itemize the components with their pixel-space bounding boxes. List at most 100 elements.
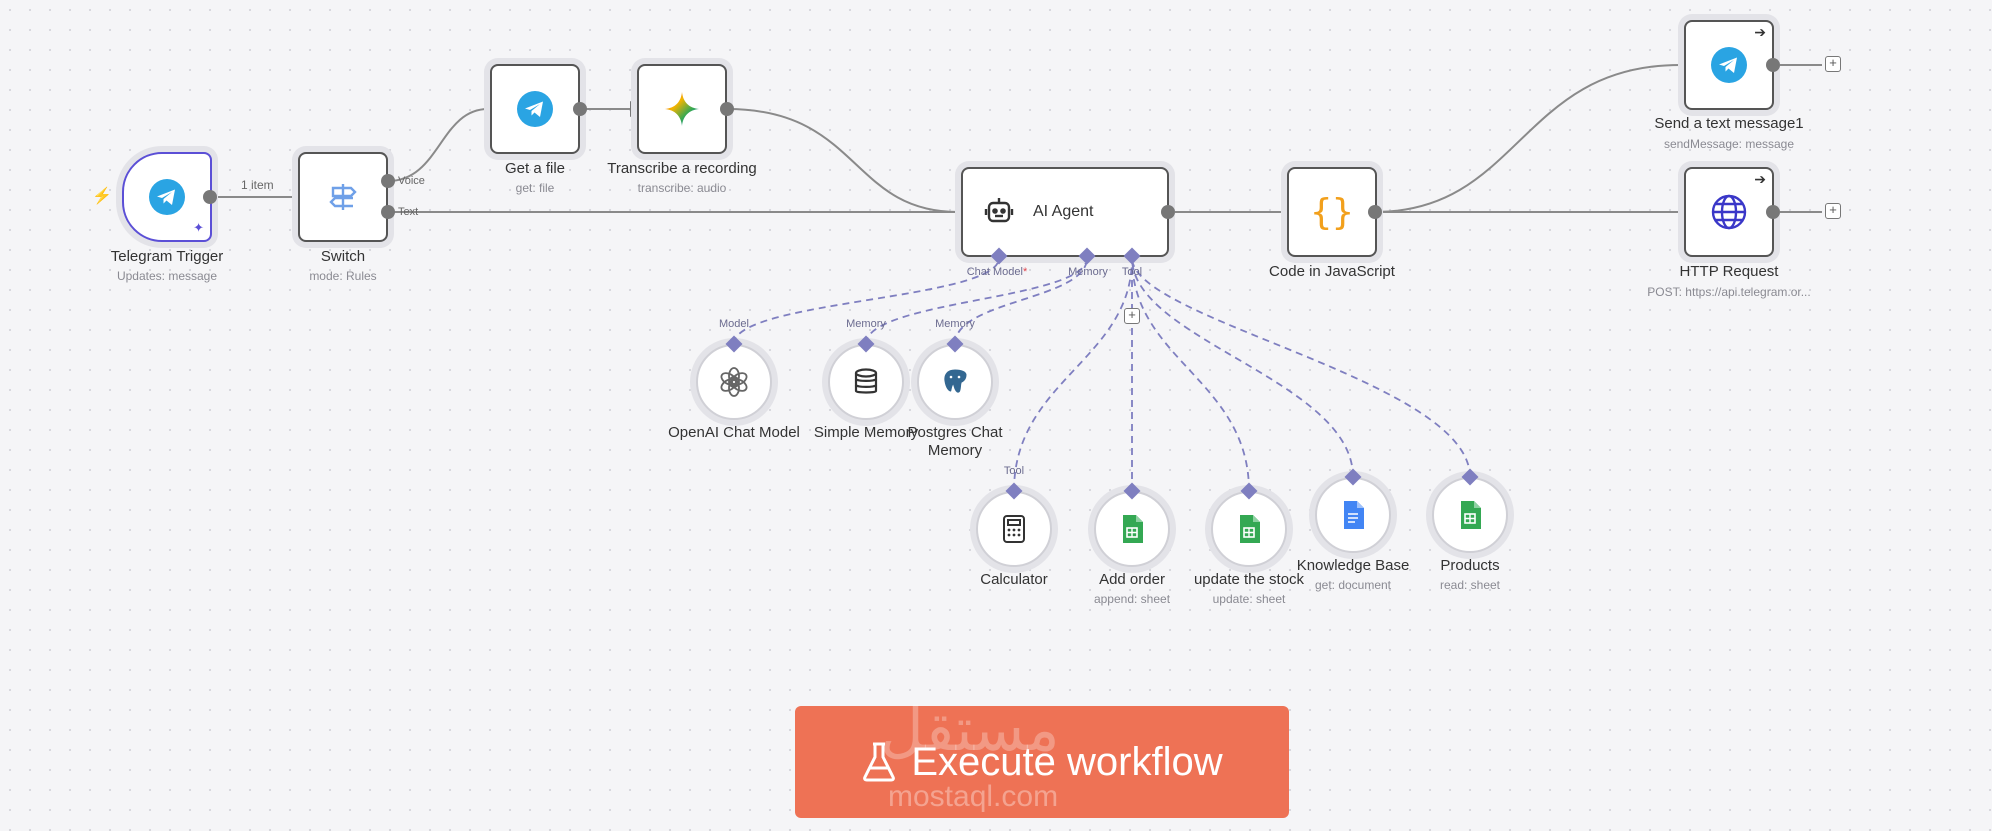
node-subtitle: get: file	[515, 181, 555, 195]
node-telegram-trigger[interactable]: ✦	[122, 152, 212, 242]
robot-icon	[981, 193, 1017, 229]
node-simple-memory[interactable]	[828, 344, 904, 420]
node-products[interactable]	[1432, 477, 1508, 553]
output-handle[interactable]	[203, 190, 217, 204]
edge-stock-agent	[1131, 257, 1250, 492]
node-subtitle: append: sheet	[1093, 592, 1171, 606]
node-subtitle: Updates: message	[116, 269, 218, 283]
output-handle[interactable]	[1766, 58, 1780, 72]
node-subtitle: get: document	[1314, 578, 1392, 592]
execute-workflow-button[interactable]: Execute workflow	[795, 706, 1289, 818]
input-handle[interactable]	[955, 204, 961, 220]
node-knowledge-base[interactable]	[1315, 477, 1391, 553]
node-subtitle: read: sheet	[1439, 578, 1501, 592]
node-title: Calculator	[980, 571, 1048, 588]
port-label-text: Chat Model	[966, 266, 1023, 278]
arrow-right-icon: ➔	[1754, 171, 1766, 187]
add-tool-button[interactable]: +	[1124, 308, 1140, 324]
node-title: Telegram Trigger	[110, 248, 224, 265]
output-handle[interactable]	[573, 102, 587, 116]
database-icon	[847, 363, 885, 401]
edge-kb-agent	[1131, 257, 1354, 478]
node-ai-agent[interactable]: AI Agent	[961, 167, 1169, 257]
edge-model-agent	[733, 257, 1000, 345]
node-subtitle: sendMessage: message	[1663, 137, 1795, 151]
node-title: Get a file	[504, 160, 566, 177]
input-handle[interactable]	[1282, 204, 1288, 220]
telegram-icon	[514, 88, 556, 130]
output-handle[interactable]	[1368, 205, 1382, 219]
node-switch[interactable]	[298, 152, 388, 242]
braces-icon: {}	[1310, 191, 1354, 233]
watermark-arabic: مستقل	[880, 695, 1060, 765]
output-handle[interactable]	[1161, 205, 1175, 219]
input-handle[interactable]	[485, 101, 491, 117]
node-openai-chat-model[interactable]	[696, 344, 772, 420]
add-node-button[interactable]: +	[1825, 56, 1841, 72]
node-title: OpenAI Chat Model	[668, 424, 800, 441]
input-handle[interactable]	[1679, 57, 1685, 73]
node-title: Postgres Chat Memory	[907, 424, 1003, 459]
node-title: AI Agent	[1033, 203, 1094, 220]
edge-code-send	[1374, 64, 1681, 213]
node-get-file[interactable]	[490, 64, 580, 154]
node-http-request[interactable]: ➔	[1684, 167, 1774, 257]
bolt-icon: ⚡	[92, 188, 112, 205]
port-label-tool: Tool	[1121, 266, 1143, 278]
output-handle-voice[interactable]	[381, 174, 395, 188]
node-title: Switch	[320, 248, 366, 265]
globe-icon	[1708, 191, 1750, 233]
node-subtitle: update: sheet	[1212, 592, 1286, 606]
node-title: Code in JavaScript	[1269, 263, 1395, 280]
signpost-icon	[322, 176, 364, 218]
output-handle[interactable]	[1766, 205, 1780, 219]
port-label: Memory	[935, 318, 975, 330]
input-handle[interactable]	[630, 101, 636, 117]
node-add-order[interactable]	[1094, 491, 1170, 567]
openai-icon	[715, 363, 753, 401]
add-node-button[interactable]: +	[1825, 203, 1841, 219]
node-code-js[interactable]: {}	[1287, 167, 1377, 257]
input-handle[interactable]	[1679, 204, 1685, 220]
port-label-chat-model: Chat Model*	[967, 266, 1028, 278]
node-update-stock[interactable]	[1211, 491, 1287, 567]
postgres-icon	[936, 363, 974, 401]
node-title: HTTP Request	[1679, 263, 1779, 280]
sheets-icon	[1451, 496, 1489, 534]
docs-icon	[1334, 496, 1372, 534]
node-calculator[interactable]	[976, 491, 1052, 567]
edge-calc-agent	[1013, 257, 1133, 492]
telegram-icon	[1708, 44, 1750, 86]
node-title: Simple Memory	[813, 424, 919, 441]
node-postgres-chat-memory[interactable]	[917, 344, 993, 420]
output-handle[interactable]	[720, 102, 734, 116]
edge-item-count: 1 item	[241, 178, 274, 192]
output-label-text: Text	[398, 206, 419, 218]
edge-simple-memory-agent	[865, 257, 1088, 345]
edge-switch-getfile	[387, 108, 489, 182]
required-mark: *	[1022, 266, 1028, 278]
node-title: update the stock	[1193, 571, 1305, 588]
port-label: Tool	[1003, 465, 1025, 477]
node-send-text[interactable]: ➔	[1684, 20, 1774, 110]
node-transcribe[interactable]	[637, 64, 727, 154]
node-subtitle: POST: https://api.telegram.or...	[1647, 285, 1811, 299]
flask-icon	[861, 741, 897, 783]
input-handle[interactable]	[293, 189, 299, 205]
telegram-icon	[146, 176, 188, 218]
arrow-right-icon: ➔	[1754, 24, 1766, 40]
calculator-icon	[995, 510, 1033, 548]
node-title: Knowledge Base	[1296, 557, 1410, 574]
output-handle-text[interactable]	[381, 205, 395, 219]
node-title: Transcribe a recording	[607, 160, 757, 177]
node-subtitle: mode: Rules	[309, 269, 377, 283]
output-label-voice: Voice	[398, 175, 425, 187]
node-title: Products	[1440, 557, 1500, 574]
port-label-memory: Memory	[1068, 266, 1108, 278]
node-title: Add order	[1099, 571, 1165, 588]
edge-products-agent	[1131, 257, 1471, 478]
execute-workflow-label: Execute workflow	[911, 739, 1223, 784]
sheets-icon	[1113, 510, 1151, 548]
